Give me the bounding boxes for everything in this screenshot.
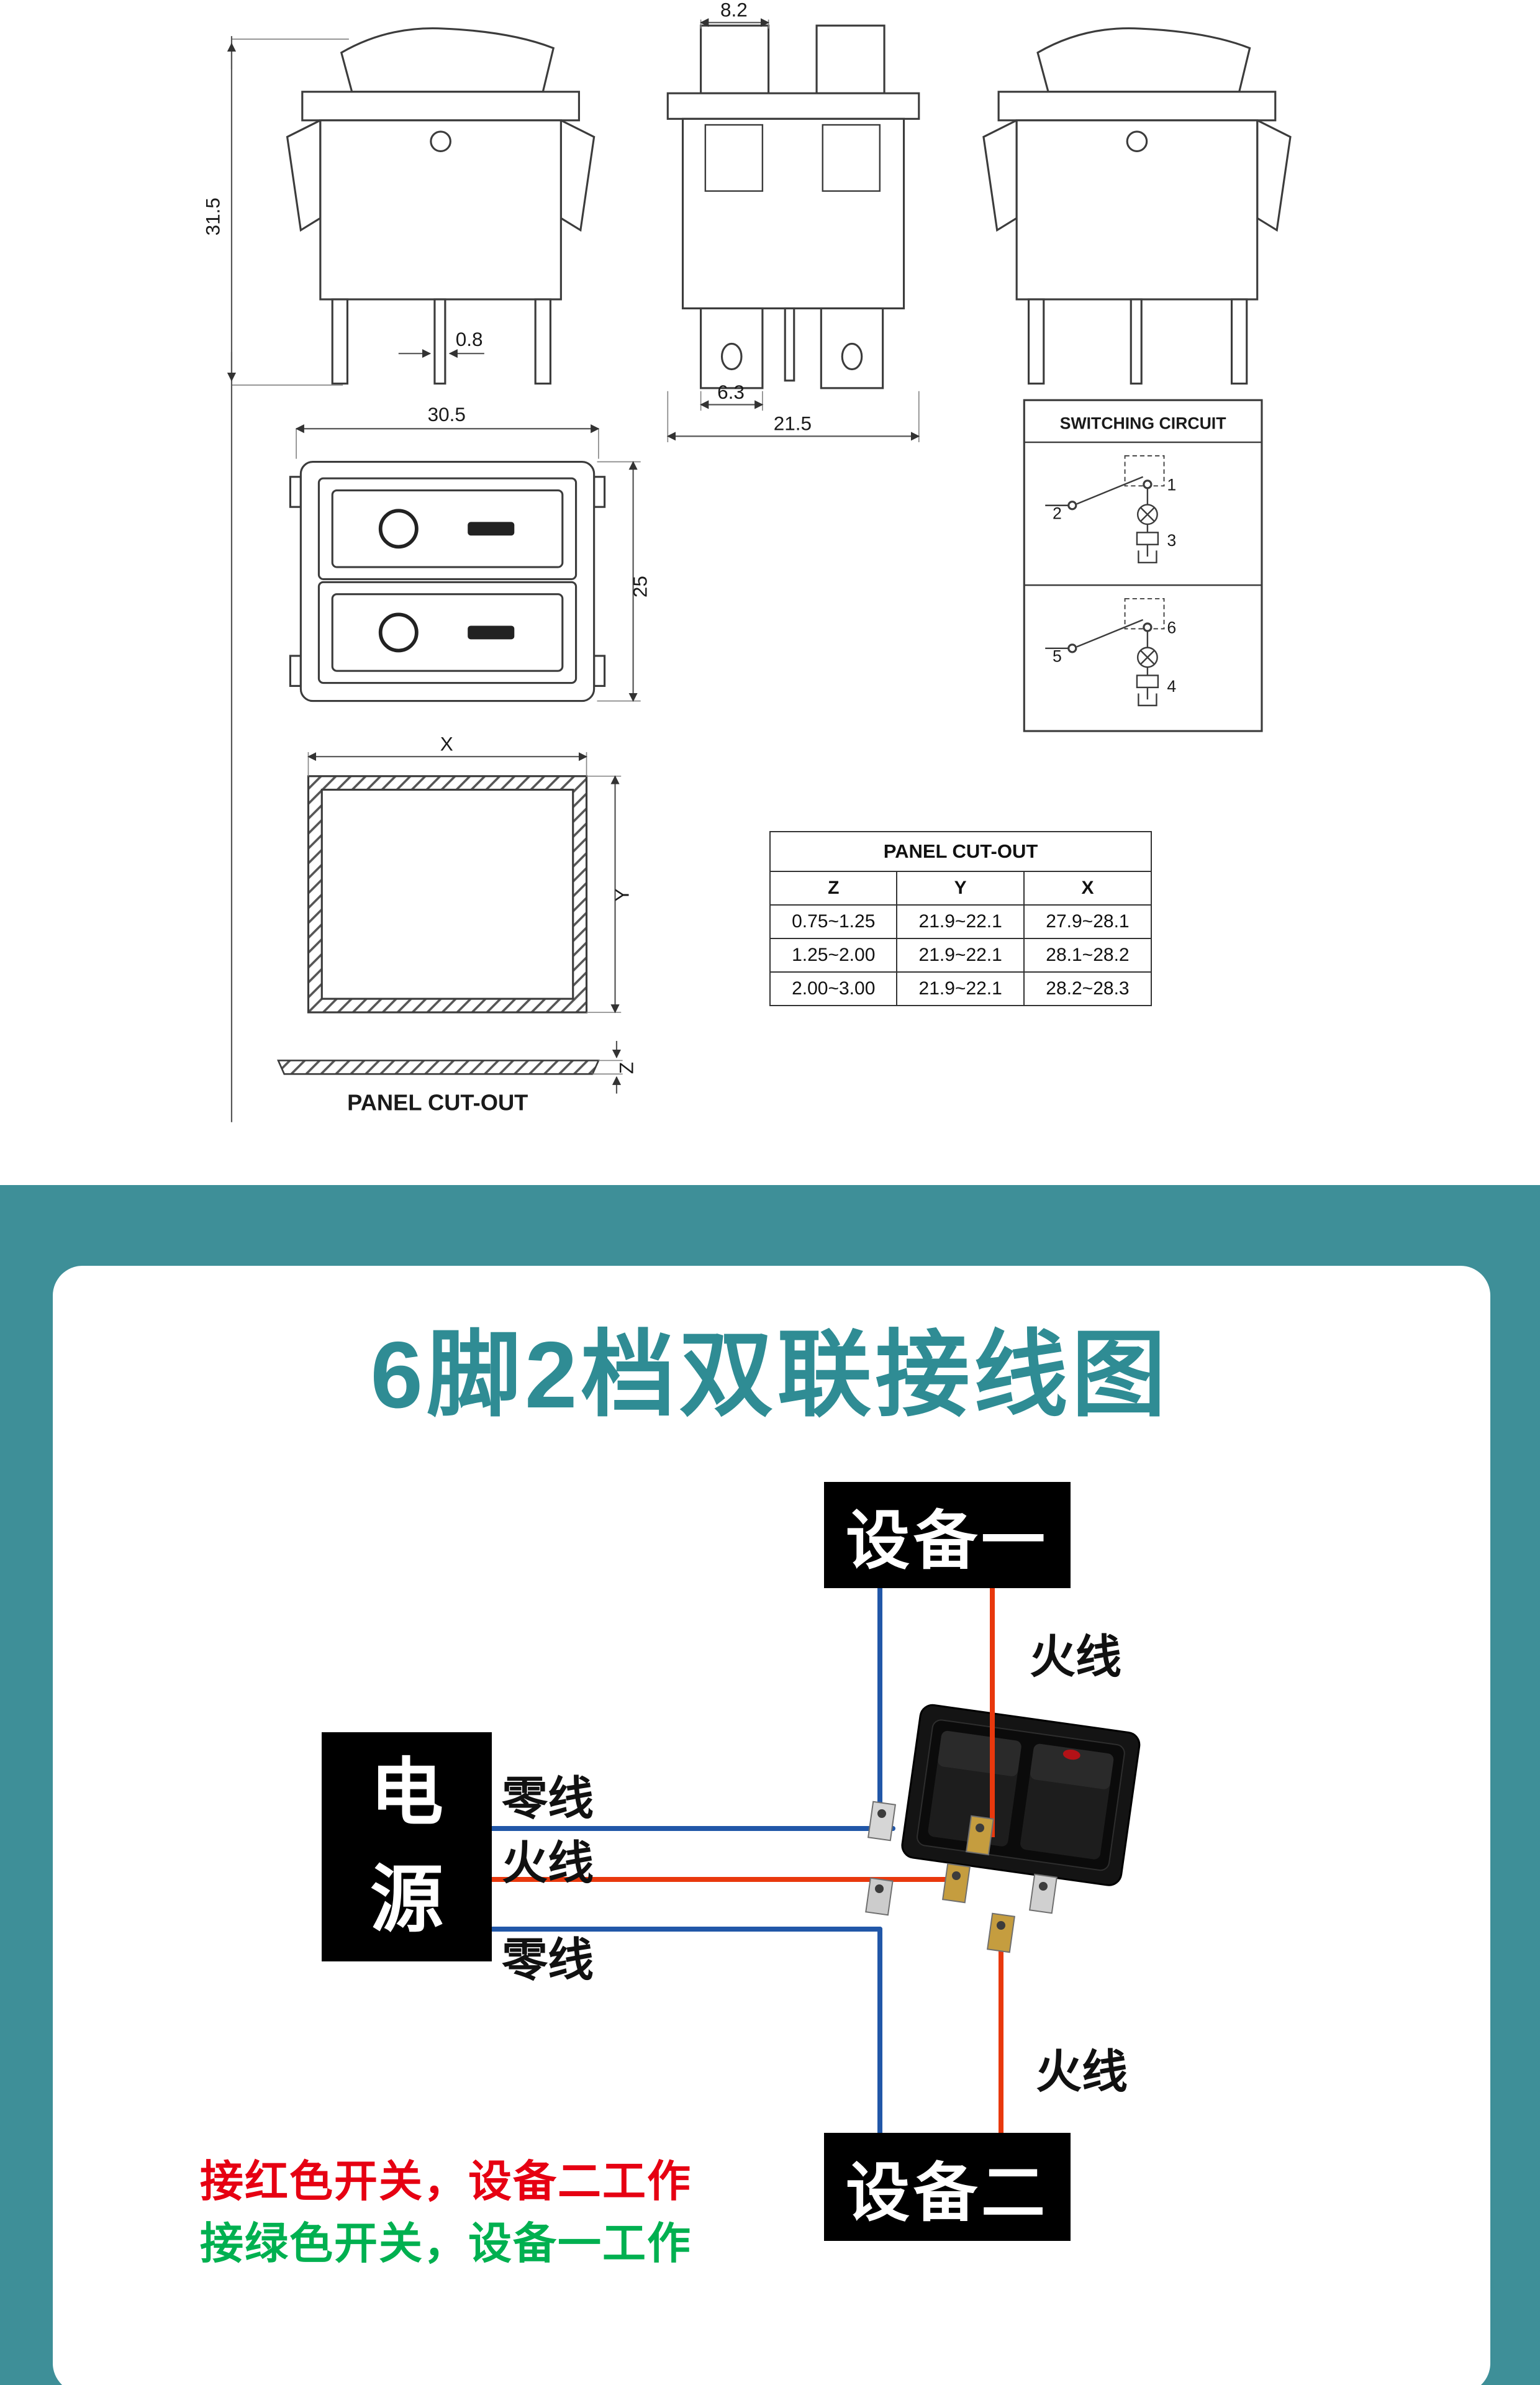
- switch-side-view-right: [982, 27, 1292, 385]
- switching-circuit-title: SWITCHING CIRCUIT: [1060, 414, 1226, 432]
- pin-2: 2: [1053, 504, 1062, 523]
- table-cell: 28.2~28.3: [1023, 971, 1153, 1006]
- pin-1: 1: [1167, 476, 1176, 494]
- live-wire-label-top: 火线: [1030, 1631, 1121, 1683]
- dim-x: X: [440, 734, 453, 755]
- wiring-section: 6脚2档双联接线图: [0, 1185, 1540, 2385]
- switching-circuit-diagram: SWITCHING CIRCUIT 2 1 3: [1023, 399, 1263, 732]
- dim-height: 31.5: [202, 198, 224, 235]
- dim-width-group: 30.5: [295, 404, 600, 459]
- switch-end-view: 8.2 6.3 21.5: [666, 0, 920, 443]
- table-cell: 21.9~22.1: [896, 938, 1025, 973]
- live-wire-label-mid: 火线: [502, 1837, 594, 1889]
- dim-y: Y: [611, 889, 633, 902]
- dim-depth: 21.5: [774, 413, 812, 435]
- live-wire-label-bottom: 火线: [1036, 2046, 1128, 2097]
- wiring-title: 6脚2档双联接线图: [370, 1322, 1170, 1428]
- dim-width: 30.5: [428, 404, 466, 425]
- table-header-y: Y: [896, 871, 1025, 906]
- table-cell: 0.75~1.25: [769, 904, 898, 939]
- pin-6: 6: [1167, 619, 1176, 637]
- dim-face-height: 25: [629, 576, 651, 597]
- power-label-box: 电源: [322, 1732, 492, 1961]
- panel-cutout-caption: PANEL CUT-OUT: [347, 1089, 528, 1115]
- wiring-card: [53, 1266, 1490, 2385]
- table-row: 1.25~2.00 21.9~22.1 28.1~28.2: [769, 938, 1153, 973]
- device2-label-box: 设备二: [824, 2133, 1071, 2241]
- technical-drawing: 0.8 31.5 30.5: [202, 0, 1292, 1122]
- pin-3: 3: [1167, 531, 1176, 550]
- neutral-wire-label-1: 零线: [502, 1773, 594, 1824]
- pin-4: 4: [1167, 677, 1176, 696]
- device2-label: 设备二: [846, 2156, 1049, 2228]
- device1-label-box: 设备一: [824, 1482, 1071, 1588]
- dim-height-group: 31.5: [202, 36, 349, 1122]
- pin-5: 5: [1053, 647, 1062, 666]
- dim-z: Z: [616, 1062, 638, 1074]
- dim-tab-width: 6.3: [717, 381, 745, 403]
- table-header-x: X: [1023, 871, 1153, 906]
- table-header-z: Z: [769, 871, 898, 906]
- table-cell: 2.00~3.00: [769, 971, 898, 1006]
- table-title: PANEL CUT-OUT: [769, 831, 1152, 872]
- switch-pins: [865, 1801, 1058, 1953]
- power-label: 电源: [369, 1752, 443, 1941]
- wiring-diagram-graphic: [489, 1586, 1141, 2156]
- table-row: 2.00~3.00 21.9~22.1 28.2~28.3: [769, 971, 1153, 1006]
- panel-cutout-drawing: X Y PANEL CUT-OUT Z: [276, 734, 638, 1115]
- table-cell: 21.9~22.1: [896, 971, 1025, 1006]
- note-green-switch: 接绿色开关，设备一工作: [200, 2219, 692, 2268]
- pin-holes: [875, 1809, 1048, 1930]
- table-cell: 1.25~2.00: [769, 938, 898, 973]
- switch-face-view: 25: [289, 460, 651, 702]
- switch-side-view-left: 0.8: [286, 27, 596, 385]
- note-red-switch: 接红色开关，设备二工作: [200, 2157, 692, 2206]
- table-cell: 21.9~22.1: [896, 904, 1025, 939]
- device1-label: 设备一: [846, 1505, 1049, 1576]
- table-cell: 27.9~28.1: [1023, 904, 1153, 939]
- rocker-switch-photo: [865, 1588, 1141, 1953]
- panel-cutout-table: PANEL CUT-OUT Z Y X 0.75~1.25 21.9~22.1 …: [769, 831, 1153, 1006]
- neutral-wire-label-2: 零线: [502, 1934, 594, 1986]
- table-cell: 28.1~28.2: [1023, 938, 1153, 973]
- dim-terminal-thickness: 0.8: [456, 329, 483, 350]
- dim-cap-width: 8.2: [720, 0, 748, 21]
- table-row: 0.75~1.25 21.9~22.1 27.9~28.1: [769, 904, 1153, 939]
